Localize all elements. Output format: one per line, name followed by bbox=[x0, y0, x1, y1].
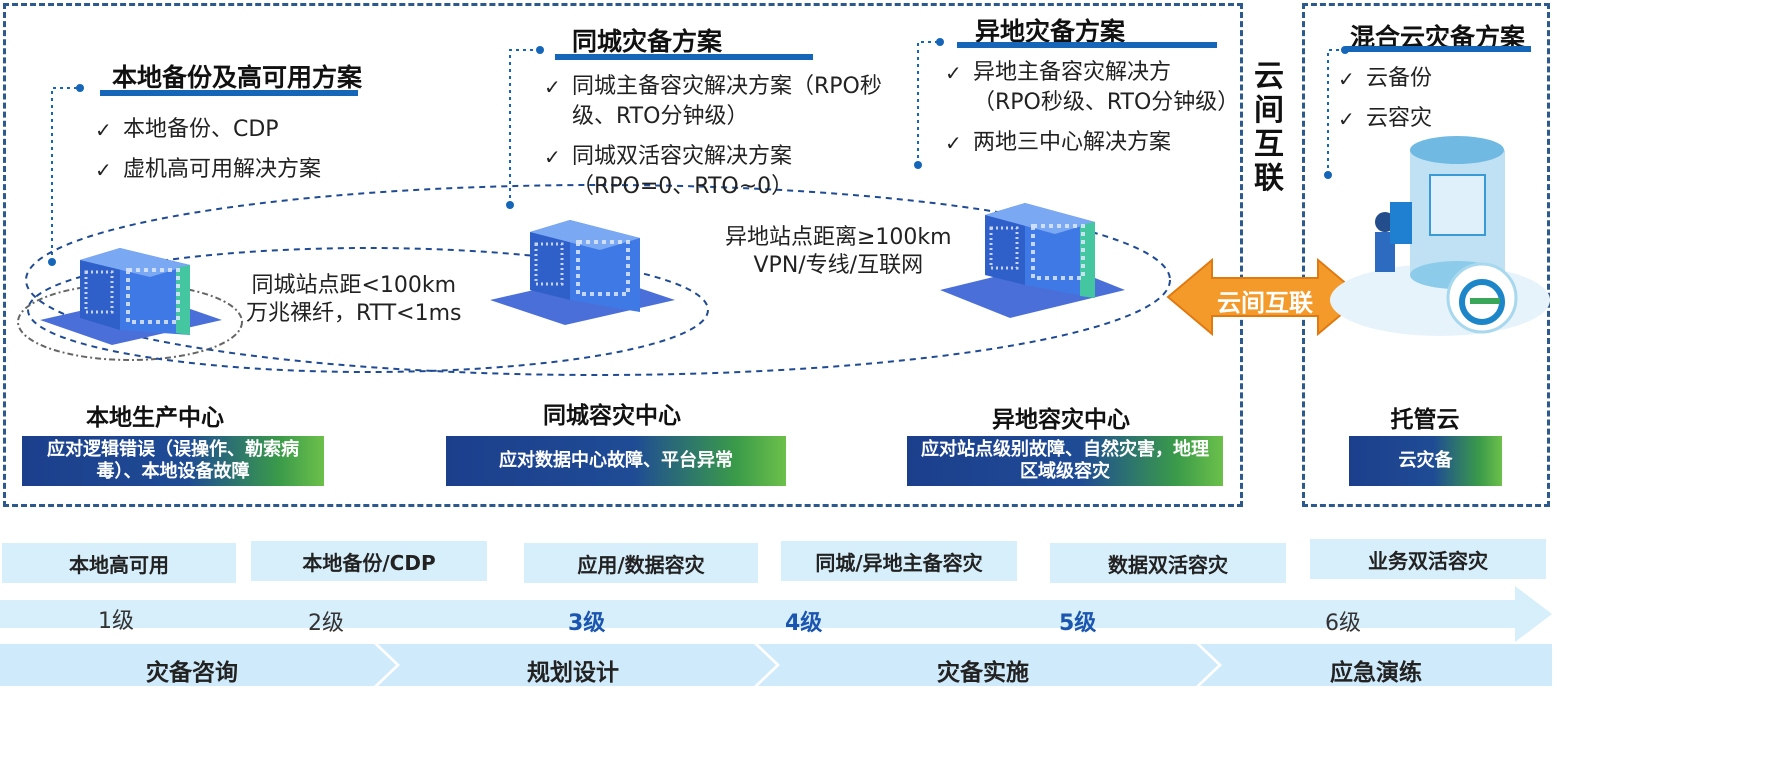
phase-label: 应急演练 bbox=[1330, 660, 1422, 686]
center-desc-same-city: 应对数据中心故障、平台异常 bbox=[446, 436, 786, 486]
center-desc-hosted-cloud: 云灾备 bbox=[1349, 436, 1502, 486]
list-item: ✓同城主备容灾解决方案（RPO秒级、RTO分钟级） bbox=[544, 74, 882, 129]
check-icon: ✓ bbox=[1338, 107, 1355, 131]
level-number: 3级 bbox=[568, 611, 606, 636]
phase-label: 灾备实施 bbox=[937, 660, 1029, 686]
list-item: ✓虚机高可用解决方案 bbox=[95, 155, 395, 185]
list-item: ✓本地备份、CDP bbox=[95, 115, 395, 145]
remote-ellipse bbox=[25, 184, 1171, 376]
list-item: ✓同城双活容灾解决方案（RPO=0、RTO~0） bbox=[544, 144, 794, 199]
level-number: 6级 bbox=[1325, 611, 1361, 636]
phase-label: 规划设计 bbox=[527, 660, 619, 686]
level-number: 4级 bbox=[785, 611, 823, 636]
level-number: 2级 bbox=[308, 611, 344, 636]
list-item: ✓两地三中心解决方案 bbox=[945, 128, 1235, 158]
check-icon: ✓ bbox=[95, 158, 112, 182]
hybrid-cloud-frame bbox=[1302, 3, 1550, 507]
remote-title-bar bbox=[957, 42, 1217, 48]
network-diagram bbox=[17, 38, 1550, 376]
level-label: 本地备份/CDP bbox=[251, 541, 487, 581]
building-same-city bbox=[490, 220, 675, 325]
level-label: 数据双活容灾 bbox=[1050, 543, 1286, 583]
cloud-interconnect-vertical-title: 云间互联 bbox=[1254, 59, 1284, 196]
list-item: ✓云容灾 bbox=[1338, 104, 1518, 134]
center-name-same-city: 同城容灾中心 bbox=[543, 403, 681, 429]
check-icon: ✓ bbox=[1338, 67, 1355, 91]
center-desc-local: 应对逻辑错误（误操作、勒索病毒）、本地设备故障 bbox=[22, 436, 324, 486]
check-icon: ✓ bbox=[544, 75, 561, 99]
list-item: ✓云备份 bbox=[1338, 64, 1518, 94]
local-title-bar bbox=[100, 90, 358, 96]
level-label: 同城/异地主备容灾 bbox=[781, 541, 1017, 581]
remote-solution-title: 异地灾备方案 bbox=[975, 17, 1126, 46]
hybrid-checklist: ✓云备份 ✓云容灾 bbox=[1338, 64, 1518, 144]
center-name-local: 本地生产中心 bbox=[86, 405, 224, 431]
local-checklist: ✓本地备份、CDP ✓虚机高可用解决方案 bbox=[95, 115, 395, 195]
list-item: ✓异地主备容灾解决方（RPO秒级、RTO分钟级） bbox=[945, 60, 1240, 115]
level-label: 业务双活容灾 bbox=[1310, 539, 1546, 579]
check-icon: ✓ bbox=[544, 145, 561, 169]
level-number: 1级 bbox=[98, 609, 134, 634]
check-icon: ✓ bbox=[95, 118, 112, 142]
phase-label: 灾备咨询 bbox=[146, 660, 238, 686]
center-name-hosted-cloud: 托管云 bbox=[1390, 407, 1460, 433]
building-local bbox=[40, 248, 222, 345]
level-label: 应用/数据容灾 bbox=[524, 543, 758, 583]
phase-chevron-band bbox=[0, 644, 1552, 686]
same-city-checklist: ✓同城主备容灾解决方案（RPO秒级、RTO分钟级） ✓同城双活容灾解决方案（RP… bbox=[544, 72, 912, 212]
check-icon: ✓ bbox=[945, 61, 962, 85]
same-city-solution-title: 同城灾备方案 bbox=[572, 27, 723, 56]
level-number: 5级 bbox=[1059, 611, 1097, 636]
local-solution-title: 本地备份及高可用方案 bbox=[112, 63, 363, 92]
level-arrow-band bbox=[0, 586, 1552, 642]
main-solutions-frame bbox=[3, 3, 1243, 507]
same-city-ellipse bbox=[27, 247, 709, 373]
check-icon: ✓ bbox=[945, 131, 962, 155]
remote-checklist: ✓异地主备容灾解决方（RPO秒级、RTO分钟级） ✓两地三中心解决方案 bbox=[945, 58, 1240, 168]
cloud-arrow-label: 云间互联 bbox=[1217, 289, 1313, 317]
same-city-title-bar bbox=[555, 54, 813, 60]
center-name-remote: 异地容灾中心 bbox=[992, 407, 1130, 433]
level-label: 本地高可用 bbox=[2, 543, 236, 583]
center-desc-remote: 应对站点级别故障、自然灾害，地理区域级容灾 bbox=[907, 436, 1223, 486]
cloud-illustration bbox=[1330, 136, 1550, 336]
hybrid-title-bar bbox=[1345, 46, 1531, 52]
